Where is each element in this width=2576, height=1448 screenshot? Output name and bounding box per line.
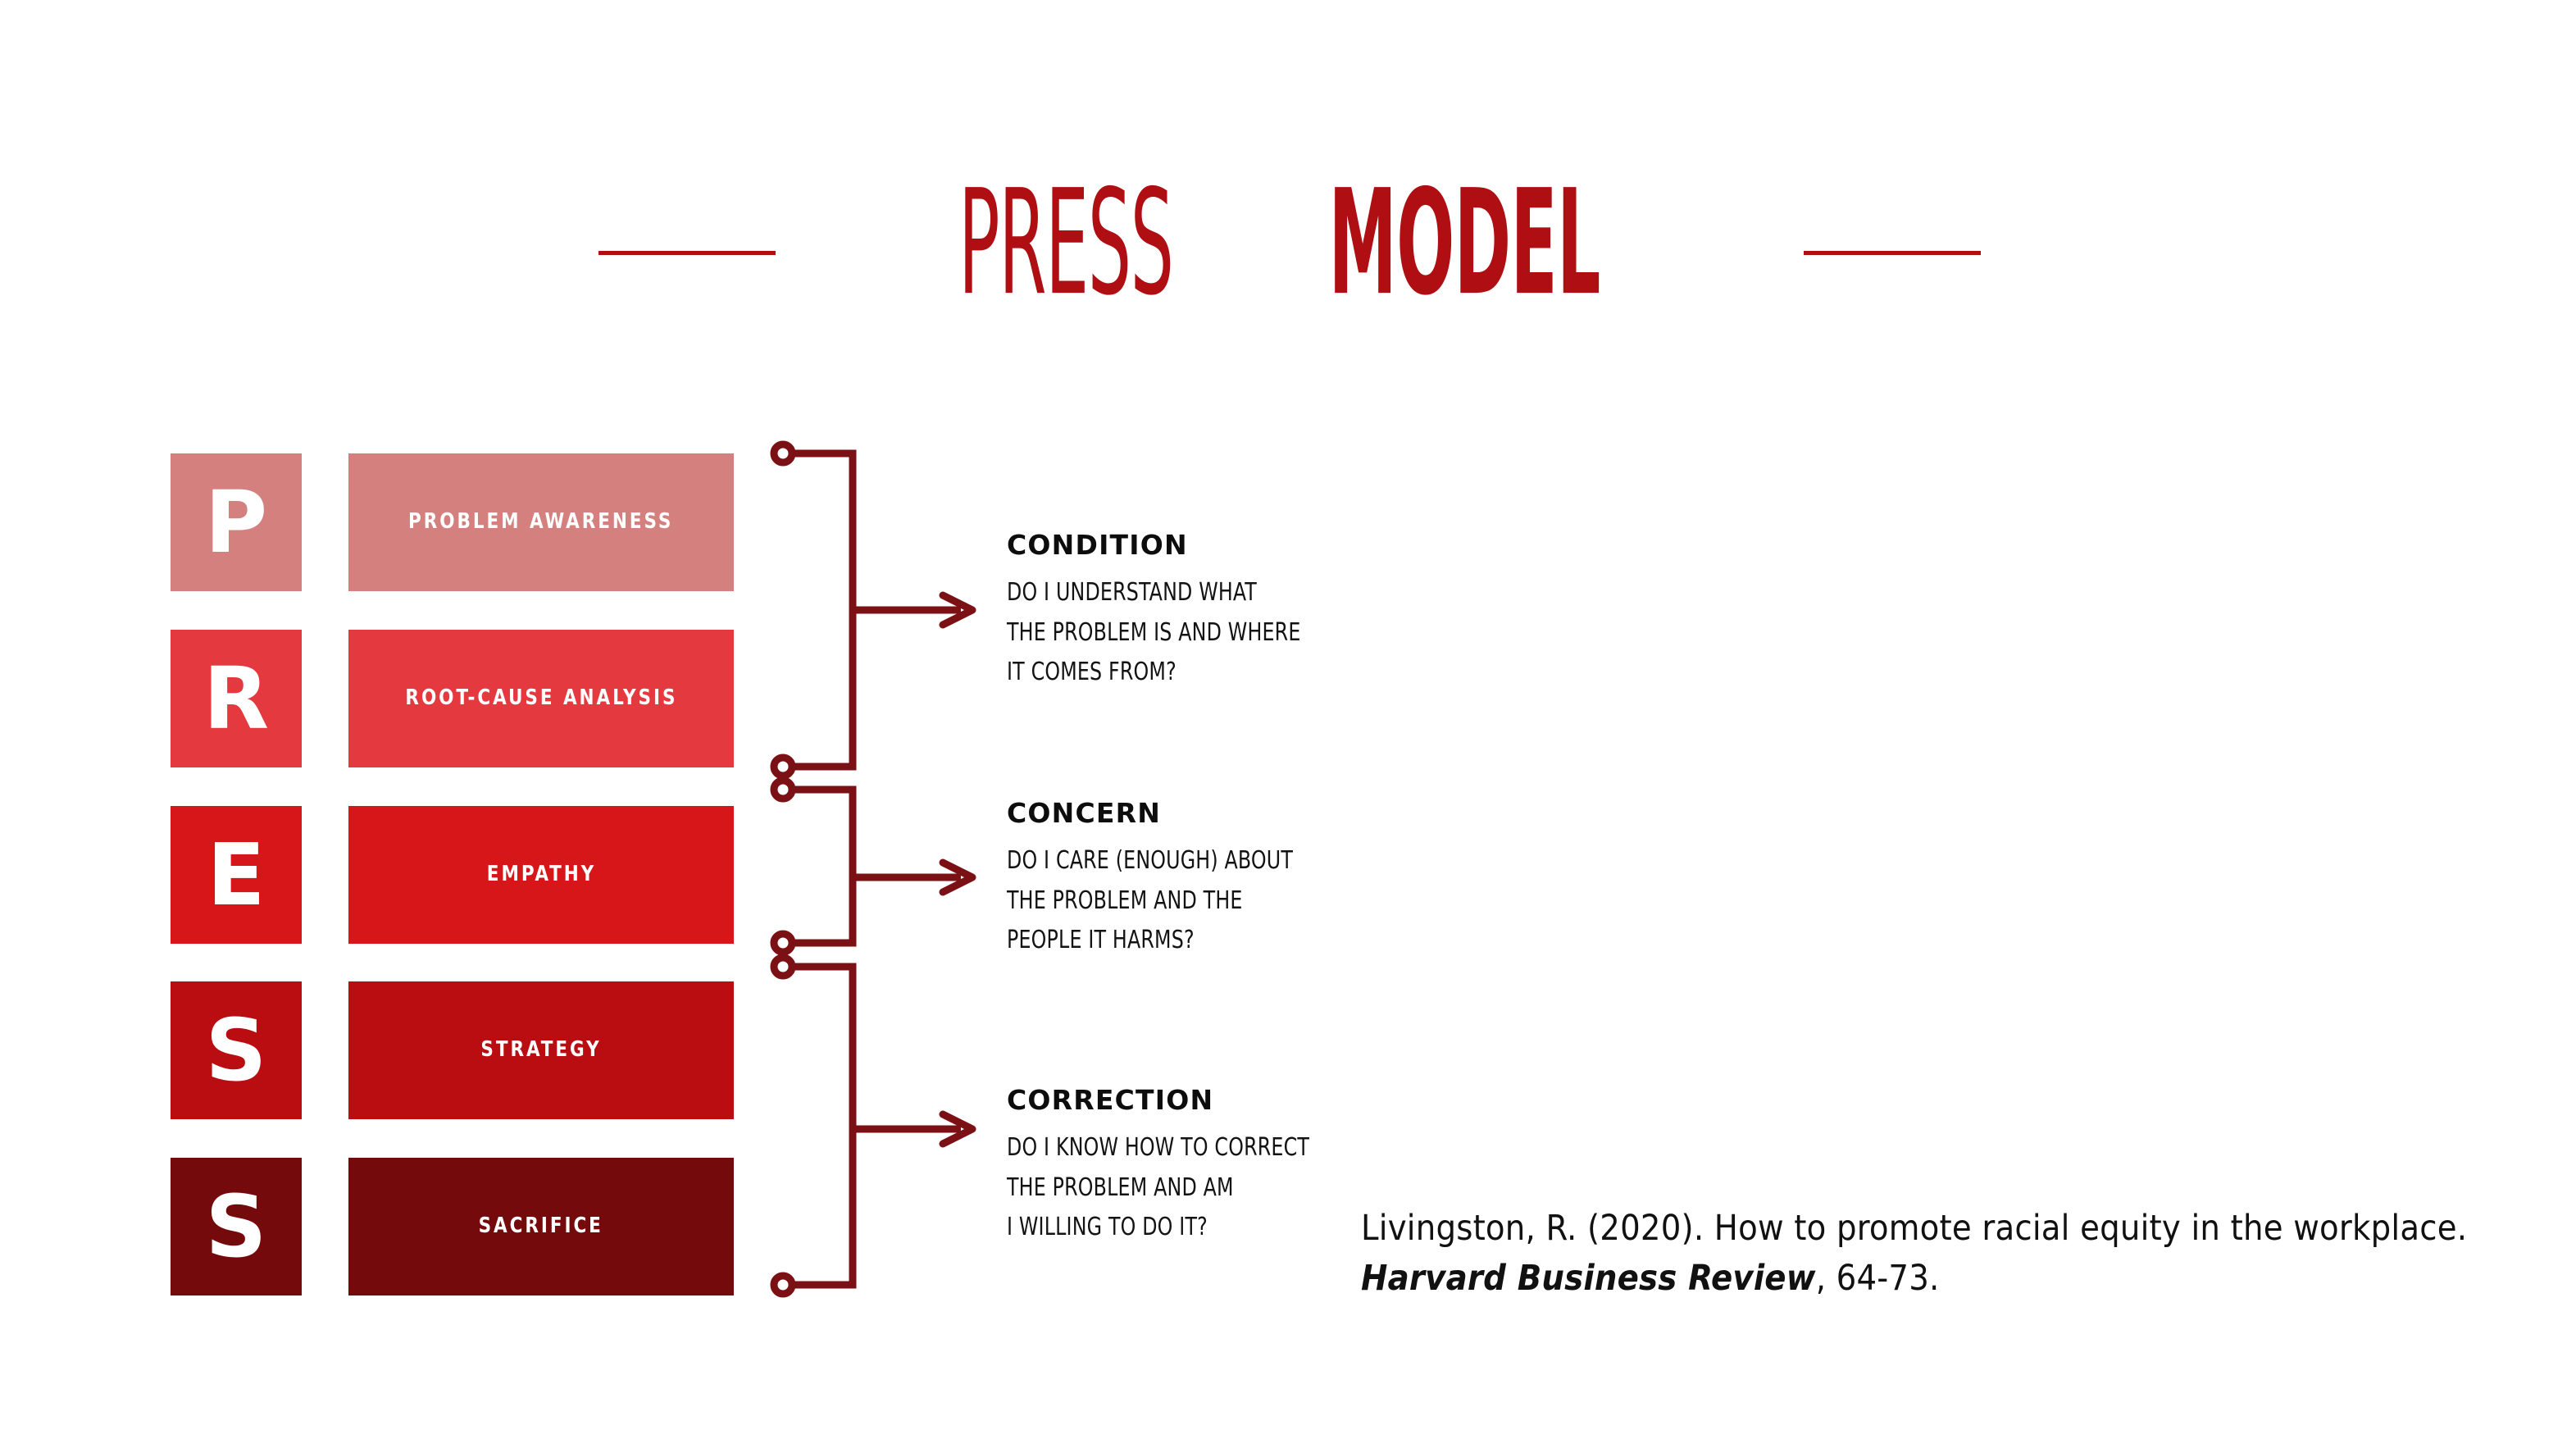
question-text-condition: DO I UNDERSTAND WHAT THE PROBLEM IS AND … — [1007, 578, 1301, 687]
stage-letter-box-s2: S — [171, 1158, 302, 1295]
stage-label-empathy: EMPATHY — [486, 862, 596, 887]
stage-letter-box-e: E — [171, 806, 302, 944]
question-text-correction: DO I KNOW HOW TO CORRECT THE PROBLEM AND… — [1007, 1133, 1310, 1242]
connector-bracket-correction — [770, 954, 976, 1298]
title-word-press: PRESS — [958, 159, 1174, 328]
stage-letter-p: P — [204, 472, 268, 572]
citation-before: Livingston, R. (2020). How to promote ra… — [1361, 1208, 2468, 1249]
stage-label-box-problem-awareness: PROBLEM AWARENESS — [348, 453, 734, 591]
question-heading-condition: CONDITION — [1007, 529, 1188, 561]
stage-label-box-strategy: STRATEGY — [348, 981, 734, 1119]
stage-label-box-root-cause-analysis: ROOT-CAUSE ANALYSIS — [348, 630, 734, 767]
stage-letter-box-s1: S — [171, 981, 302, 1119]
question-text-concern: DO I CARE (ENOUGH) ABOUT THE PROBLEM AND… — [1007, 846, 1294, 955]
citation-journal: Harvard Business Review — [1361, 1258, 1816, 1300]
question-block-condition: CONDITION DO I UNDERSTAND WHAT THE PROBL… — [1007, 531, 1351, 693]
question-heading-correction: CORRECTION — [1007, 1084, 1214, 1116]
connector-bracket-concern — [770, 776, 976, 956]
title-rule-right — [1804, 251, 1981, 255]
stage-letter-r: R — [203, 649, 270, 749]
stage-label-sacrifice: SACRIFICE — [478, 1213, 604, 1239]
connector-bracket-condition — [770, 440, 976, 780]
question-heading-concern: CONCERN — [1007, 797, 1162, 829]
title-word-model: MODEL — [1328, 159, 1600, 328]
stage-label-problem-awareness: PROBLEM AWARENESS — [408, 509, 674, 535]
stage-letter-box-p: P — [171, 453, 302, 591]
stage-label-box-sacrifice: SACRIFICE — [348, 1158, 734, 1295]
page-title: PRESS MODEL — [0, 159, 2576, 327]
question-block-concern: CONCERN DO I CARE (ENOUGH) ABOUT THE PRO… — [1007, 799, 1351, 961]
stage-label-box-empathy: EMPATHY — [348, 806, 734, 944]
title-rule-left — [598, 251, 776, 255]
stage-letter-e: E — [207, 825, 266, 925]
stage-letter-s2: S — [205, 1177, 267, 1277]
stage-label-root-cause-analysis: ROOT-CAUSE ANALYSIS — [405, 685, 677, 711]
stage-letter-s1: S — [205, 1000, 267, 1100]
stage-letter-box-r: R — [171, 630, 302, 767]
citation-after: , 64-73. — [1815, 1258, 1940, 1300]
citation: Livingston, R. (2020). How to promote ra… — [1361, 1204, 2525, 1304]
question-block-correction: CORRECTION DO I KNOW HOW TO CORRECT THE … — [1007, 1086, 1351, 1248]
stage-label-strategy: STRATEGY — [480, 1037, 602, 1063]
